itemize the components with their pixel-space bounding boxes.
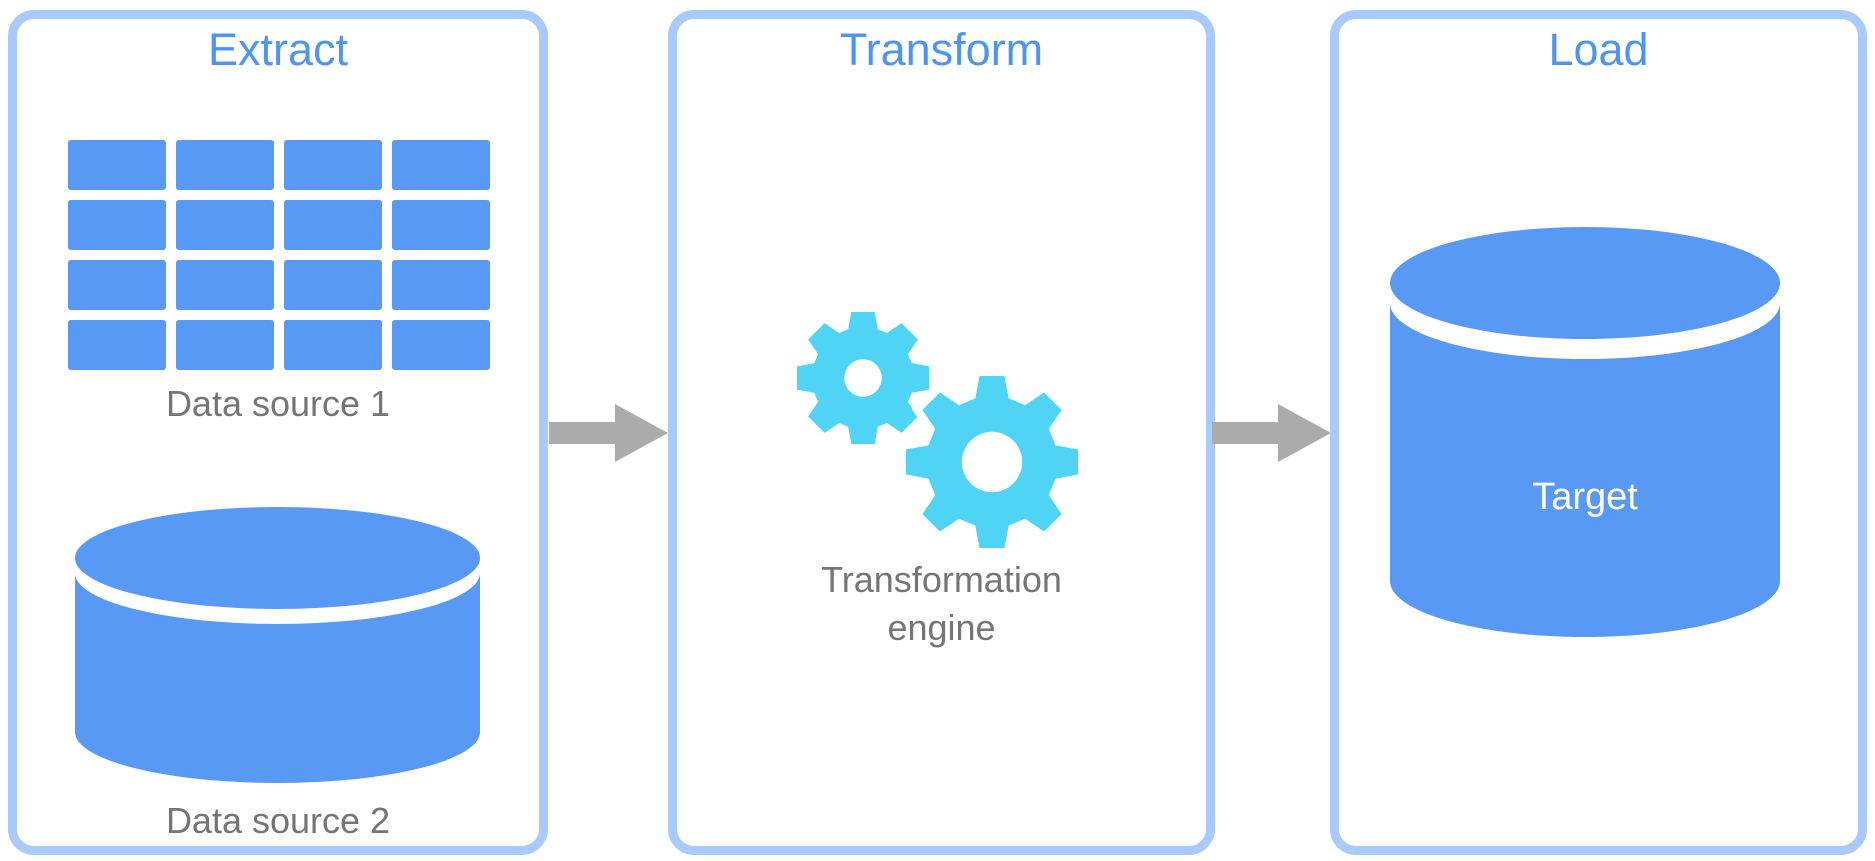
table-cell: [284, 320, 382, 370]
table-grid-icon: [68, 140, 490, 370]
table-cell: [68, 200, 166, 250]
table-cell: [68, 320, 166, 370]
table-cell: [284, 140, 382, 190]
panel-transform: Transform Transformation engine: [668, 10, 1215, 855]
table-cell: [176, 260, 274, 310]
gears-icon: [796, 311, 1106, 571]
table-cell: [68, 140, 166, 190]
panel-title-transform: Transform: [839, 24, 1044, 75]
database-cylinder-icon: Target: [1390, 227, 1780, 637]
table-cell: [392, 140, 490, 190]
panel-title-extract: Extract: [207, 24, 349, 75]
transformation-engine-label: Transformation engine: [821, 559, 1062, 648]
table-cell: [176, 200, 274, 250]
gear-small-icon: [797, 312, 929, 444]
table-cell: [176, 140, 274, 190]
table-cell: [284, 260, 382, 310]
table-cell: [392, 200, 490, 250]
arrow-right-icon: [1212, 404, 1331, 462]
data-source-2-label: Data source 2: [165, 800, 391, 841]
table-cell: [392, 260, 490, 310]
panel-load: Load Target: [1330, 10, 1867, 855]
table-cell: [176, 320, 274, 370]
table-cell: [392, 320, 490, 370]
gear-large-icon: [897, 367, 1087, 557]
target-label: Target: [1532, 476, 1638, 518]
panel-title-load: Load: [1548, 24, 1649, 75]
database-cylinder-icon: [75, 507, 480, 783]
table-cell: [68, 260, 166, 310]
arrow-right-icon: [549, 404, 668, 462]
table-cell: [284, 200, 382, 250]
panel-extract: Extract Data source 1 Data source 2: [8, 10, 548, 855]
data-source-1-label: Data source 1: [165, 383, 391, 424]
